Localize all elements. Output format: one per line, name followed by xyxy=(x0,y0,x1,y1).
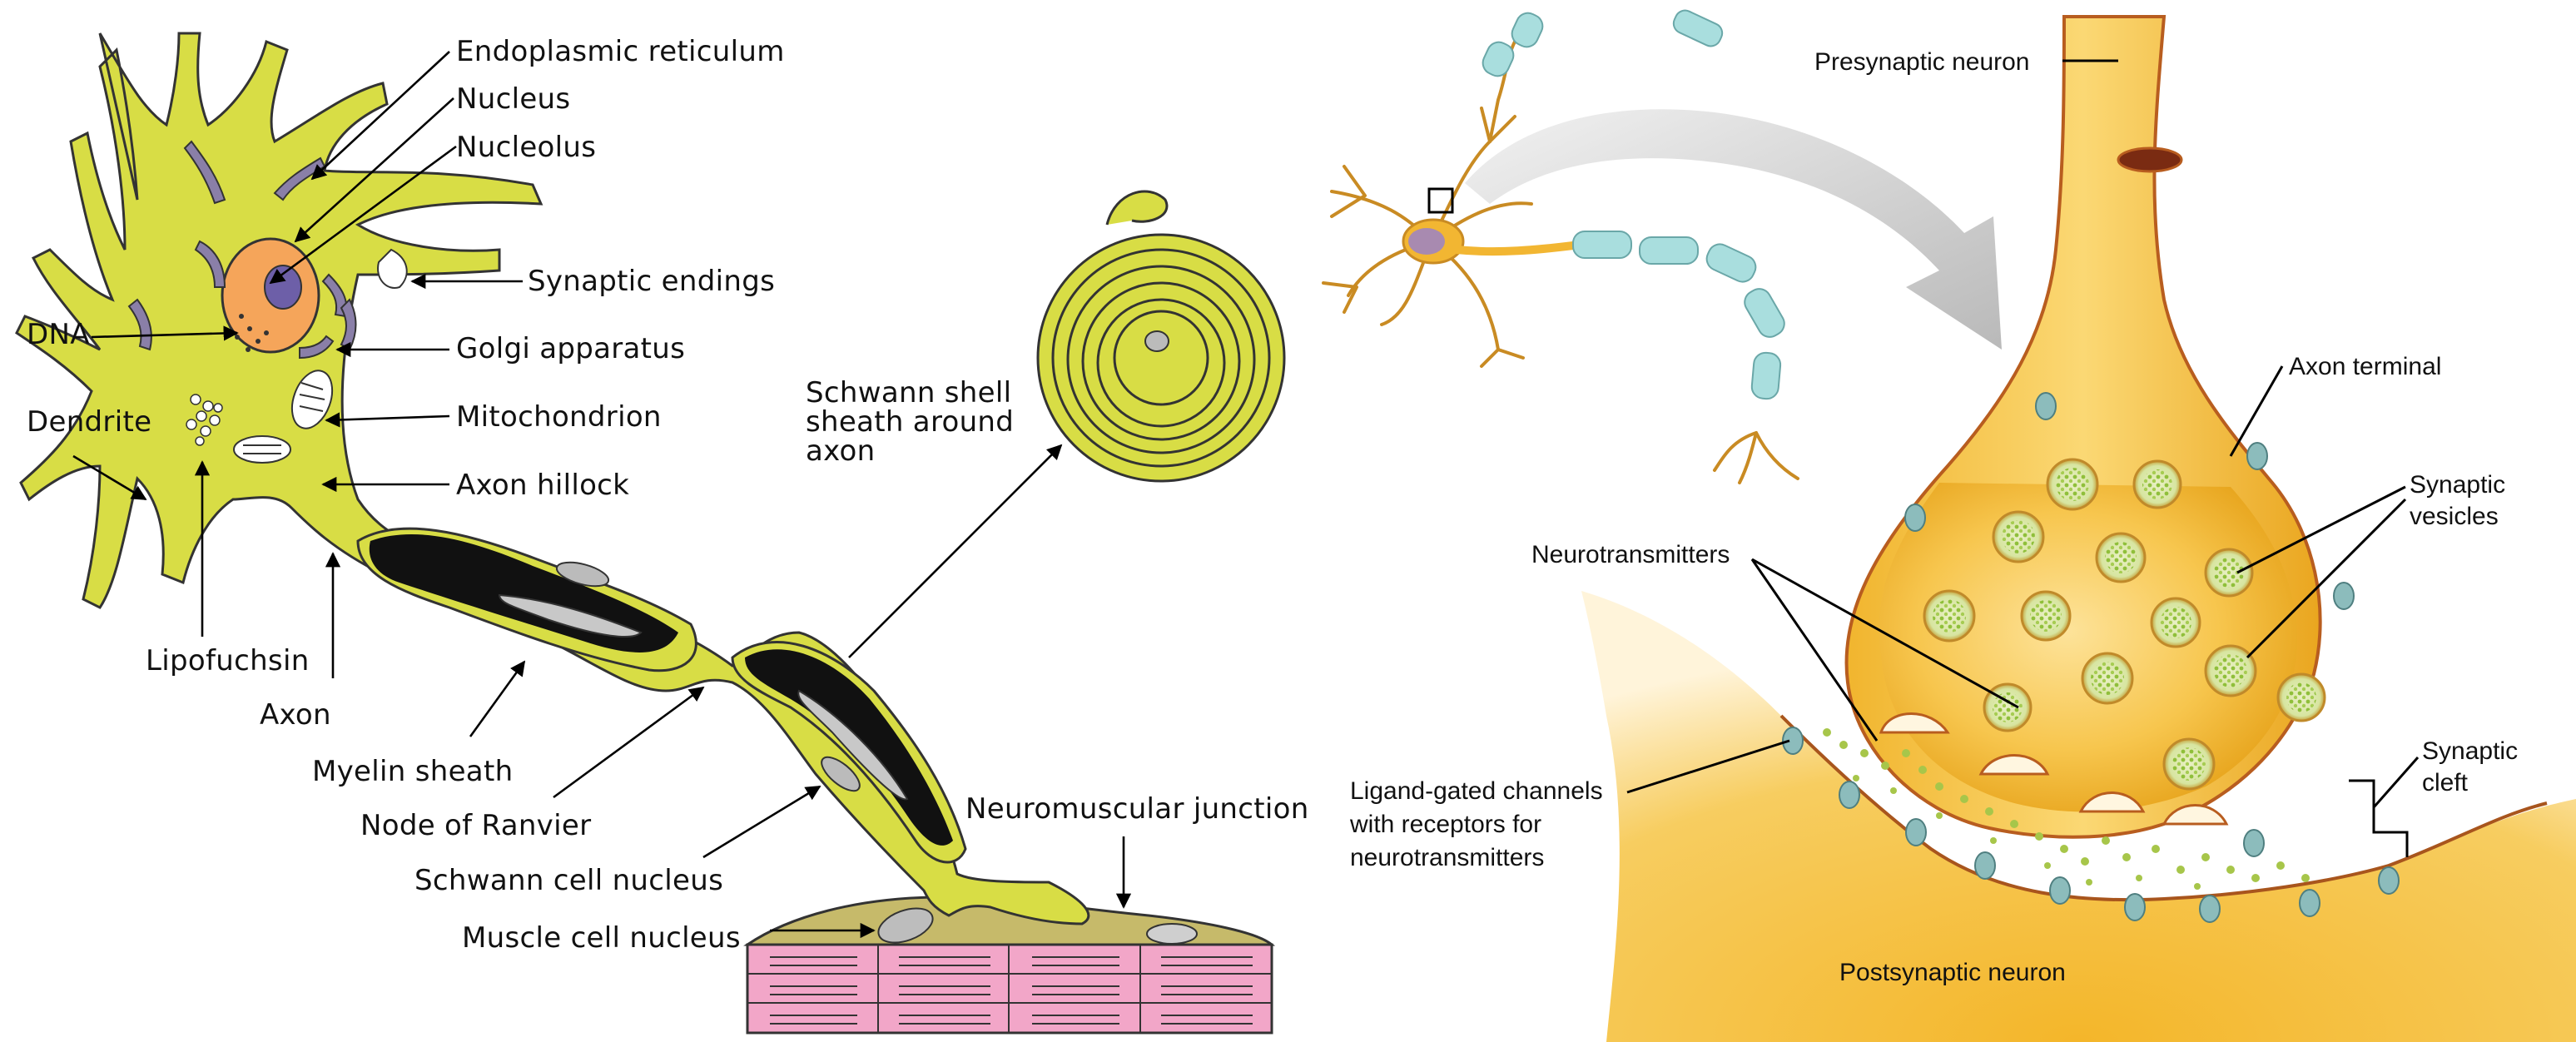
label-ligand-gated-3: neurotransmitters xyxy=(1350,844,1544,871)
label-muscle-cell-nucleus: Muscle cell nucleus xyxy=(462,921,741,955)
label-dendrite: Dendrite xyxy=(27,405,151,439)
label-neurotransmitters: Neurotransmitters xyxy=(1531,541,1730,568)
label-postsynaptic-neuron: Postsynaptic neuron xyxy=(1839,959,2066,986)
schwann-cell-nucleus xyxy=(821,756,861,792)
right-pointers xyxy=(1626,59,2420,857)
label-presynaptic-neuron: Presynaptic neuron xyxy=(1814,48,2030,76)
label-schwann-shell-3: axon xyxy=(806,434,875,468)
label-node-of-ranvier: Node of Ranvier xyxy=(360,809,591,842)
left-labels: Endoplasmic reticulum Nucleus Nucleolus … xyxy=(27,35,1309,955)
schwann-shell-spiral xyxy=(1036,190,1286,483)
neuron-illustration xyxy=(15,32,1286,1035)
postsynaptic-neuron xyxy=(1581,591,2576,1042)
label-dna: DNA xyxy=(27,318,90,351)
label-synaptic-vesicles-1: Synaptic xyxy=(2410,471,2505,499)
right-labels: Presynaptic neuron Axon terminal Synapti… xyxy=(1349,48,2518,986)
neurotransmitter-dots xyxy=(1823,728,2310,890)
nucleolus xyxy=(264,265,302,310)
lipofuchsin xyxy=(186,394,223,446)
label-schwann-cell-nucleus: Schwann cell nucleus xyxy=(414,864,723,897)
label-synaptic-cleft-1: Synaptic xyxy=(2422,737,2518,765)
label-nucleolus: Nucleolus xyxy=(456,131,596,164)
zoom-box xyxy=(1427,187,1454,214)
muscle-fiber xyxy=(743,896,1276,1035)
axon-opening xyxy=(2117,146,2183,173)
label-synaptic-vesicles-2: vesicles xyxy=(2410,503,2499,530)
cleft-bumps xyxy=(1879,712,2229,826)
label-golgi-apparatus: Golgi apparatus xyxy=(456,332,685,365)
zoom-arrow xyxy=(1465,109,2002,350)
label-schwann-shell-2: sheath around xyxy=(806,405,1014,439)
label-synaptic-cleft-2: cleft xyxy=(2422,769,2469,796)
synapse-illustration xyxy=(1322,9,2576,1042)
label-synaptic-endings: Synaptic endings xyxy=(528,265,775,298)
synaptic-ending xyxy=(377,248,408,289)
muscle-cell-nucleus xyxy=(877,907,934,944)
mitochondrion xyxy=(233,370,334,464)
label-mitochondrion: Mitochondrion xyxy=(456,400,662,434)
label-ligand-gated-2: with receptors for xyxy=(1349,811,1541,838)
label-lipofuchsin: Lipofuchsin xyxy=(146,644,310,677)
label-neuromuscular-junction: Neuromuscular junction xyxy=(965,792,1309,826)
label-ligand-gated-1: Ligand-gated channels xyxy=(1350,777,1603,805)
label-schwann-shell-1: Schwann shell xyxy=(806,376,1011,409)
left-pointers xyxy=(72,51,1132,939)
synaptic-vesicles xyxy=(1923,458,2326,791)
neuron-thumbnail xyxy=(1322,9,1799,484)
label-endoplasmic-reticulum: Endoplasmic reticulum xyxy=(456,35,785,68)
myelin-segments xyxy=(356,527,967,864)
label-axon: Axon xyxy=(260,698,331,732)
receptor-channels xyxy=(1782,392,2400,923)
label-axon-hillock: Axon hillock xyxy=(456,469,629,502)
label-axon-terminal: Axon terminal xyxy=(2289,353,2441,380)
label-nucleus: Nucleus xyxy=(456,82,570,116)
label-myelin-sheath: Myelin sheath xyxy=(312,755,513,788)
